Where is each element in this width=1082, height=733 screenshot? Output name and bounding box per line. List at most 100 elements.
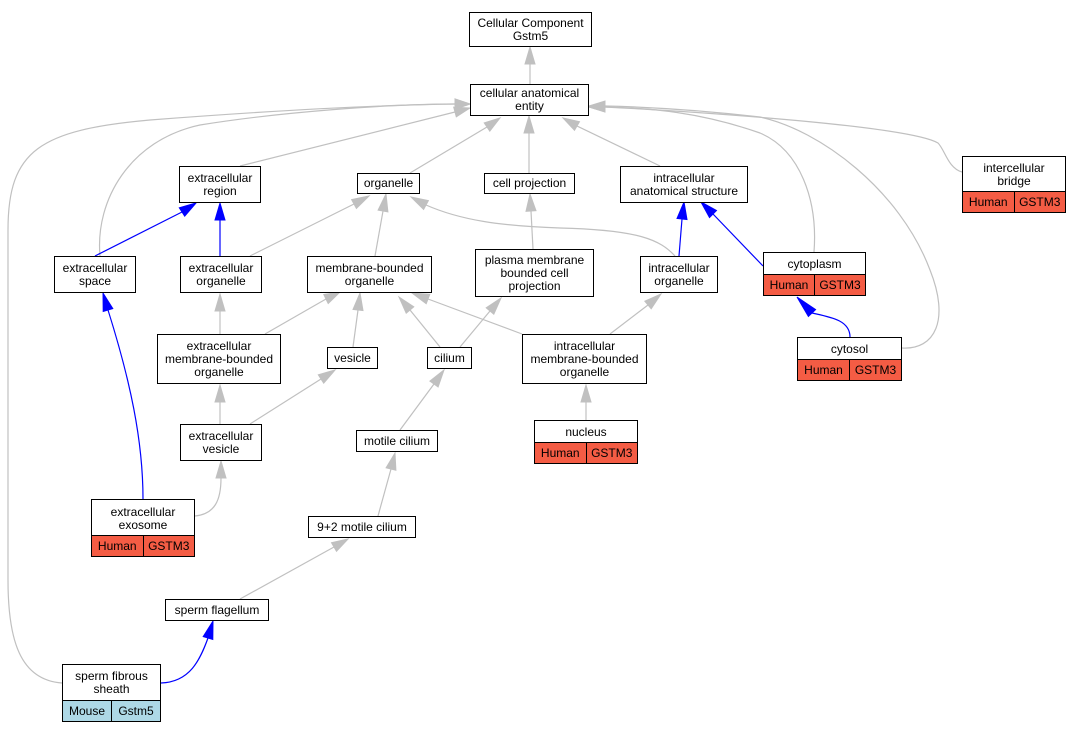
edge-line: [409, 126, 488, 174]
node-cellular-component[interactable]: Cellular Component Gstm5: [469, 12, 592, 47]
edge-spf-to-n92: [239, 538, 350, 600]
node-cilium[interactable]: cilium: [427, 347, 472, 369]
edge-line: [427, 298, 523, 335]
arrowhead: [523, 114, 535, 134]
arrowhead: [409, 196, 430, 211]
edge-ecv-to-emb: [214, 383, 226, 424]
node-label: extracellular region: [187, 170, 253, 198]
edge-line: [459, 310, 491, 348]
node-9-2-motile-cilium[interactable]: 9+2 motile cilium: [308, 516, 416, 538]
arrowhead: [525, 192, 537, 212]
node-extracellular-membrane-bounded-organelle[interactable]: extracellular membrane-bounded organelle: [157, 334, 281, 384]
node-extracellular-organelle[interactable]: extracellular organelle: [180, 256, 262, 293]
arrowhead: [429, 368, 446, 388]
edge-ecs-to-ecr: [94, 202, 198, 257]
edge-line: [239, 111, 456, 167]
arrowhead: [587, 100, 606, 112]
edge-emb-to-mbo: [264, 291, 342, 335]
node-label: cellular anatomical entity: [479, 86, 580, 113]
edge-line: [94, 211, 183, 257]
edge-cyt-to-ias: [699, 200, 764, 267]
edge-ico-to-org: [409, 196, 676, 257]
node-intracellular-organelle[interactable]: intracellular organelle: [640, 256, 718, 293]
edge-exo-to-ecs: [102, 291, 144, 500]
gene-cell: GSTM3: [1013, 192, 1065, 212]
node-extracellular-region[interactable]: extracellular region: [179, 166, 261, 203]
arrowhead: [397, 295, 415, 315]
node-label: extracellular exosome: [110, 504, 176, 532]
species-cell: Human: [963, 192, 1014, 212]
node-label: vesicle: [334, 350, 371, 365]
edge-line: [604, 106, 963, 173]
node-extracellular-space[interactable]: extracellular space: [54, 256, 136, 293]
edge-line: [249, 203, 355, 257]
edge-eco-to-ecr: [214, 201, 226, 256]
edge-nuc-to-imb: [580, 383, 592, 420]
node-label: extracellular space: [62, 260, 128, 288]
node-label: extracellular membrane-bounded organelle: [164, 338, 274, 379]
node-label: extracellular vesicle: [188, 428, 254, 456]
edge-imb-to-mbo: [410, 292, 523, 335]
node-label: membrane-bounded organelle: [315, 260, 424, 288]
edge-line: [239, 546, 335, 600]
node-cell-projection[interactable]: cell projection: [484, 173, 575, 194]
arrowhead: [215, 459, 227, 479]
node-vesicle[interactable]: vesicle: [327, 347, 378, 369]
arrowhead: [410, 292, 431, 305]
edge-line: [374, 210, 384, 257]
edge-mbo-to-org: [374, 192, 389, 257]
node-intracellular-anatomical-structure[interactable]: intracellular anatomical structure: [620, 166, 748, 203]
edge-line: [678, 218, 683, 257]
arrowhead: [796, 296, 817, 318]
edge-n92-to-mot: [377, 451, 397, 517]
arrowhead: [214, 201, 226, 221]
arrowhead: [317, 369, 337, 385]
arrowhead: [454, 98, 472, 110]
node-intracellular-membrane-bounded-organelle[interactable]: intracellular membrane-bounded organelle: [522, 334, 647, 384]
node-sperm-flagellum[interactable]: sperm flagellum: [165, 599, 269, 621]
node-label: organelle: [363, 176, 414, 190]
node-motile-cilium[interactable]: motile cilium: [356, 430, 438, 452]
edge-ves-to-mbo: [352, 291, 364, 348]
arrowhead: [580, 383, 592, 403]
edge-exo-to-ecv: [194, 459, 227, 517]
node-membrane-bounded-organelle[interactable]: membrane-bounded organelle: [307, 256, 432, 293]
arrowhead: [323, 291, 342, 305]
edge-line: [604, 105, 940, 349]
gene-cell: GSTM3: [585, 443, 637, 463]
edge-line: [194, 477, 222, 517]
edge-pmb-to-cpj: [525, 192, 537, 250]
node-label: intracellular membrane-bounded organelle: [530, 338, 639, 379]
arrowhead: [330, 538, 350, 553]
arrowhead: [350, 195, 371, 210]
node-organelle[interactable]: organelle: [357, 173, 420, 194]
arrowhead: [453, 106, 472, 118]
edge-sfs-to-spf: [160, 619, 214, 684]
node-label: nucleus: [565, 424, 607, 439]
arrowhead: [352, 291, 364, 312]
edge-line: [352, 309, 359, 348]
arrowhead: [485, 296, 503, 316]
node-cellular-anatomical-entity[interactable]: cellular anatomical entity: [470, 84, 589, 116]
edge-cil-to-pmb: [459, 296, 503, 348]
edge-ecr-to-cae: [239, 106, 472, 167]
arrowhead: [643, 292, 663, 310]
node-plasma-membrane-bounded-cell-projection[interactable]: plasma membrane bounded cell projection: [475, 249, 594, 297]
edge-cys-to-cae: [587, 100, 940, 349]
edge-line: [712, 213, 764, 267]
node-label: sperm fibrous sheath: [75, 669, 148, 696]
edge-ecv-to-ves: [249, 369, 337, 425]
edge-cil-to-mbo: [397, 295, 441, 348]
edge-line: [576, 125, 661, 167]
node-extracellular-vesicle[interactable]: extracellular vesicle: [180, 424, 262, 461]
